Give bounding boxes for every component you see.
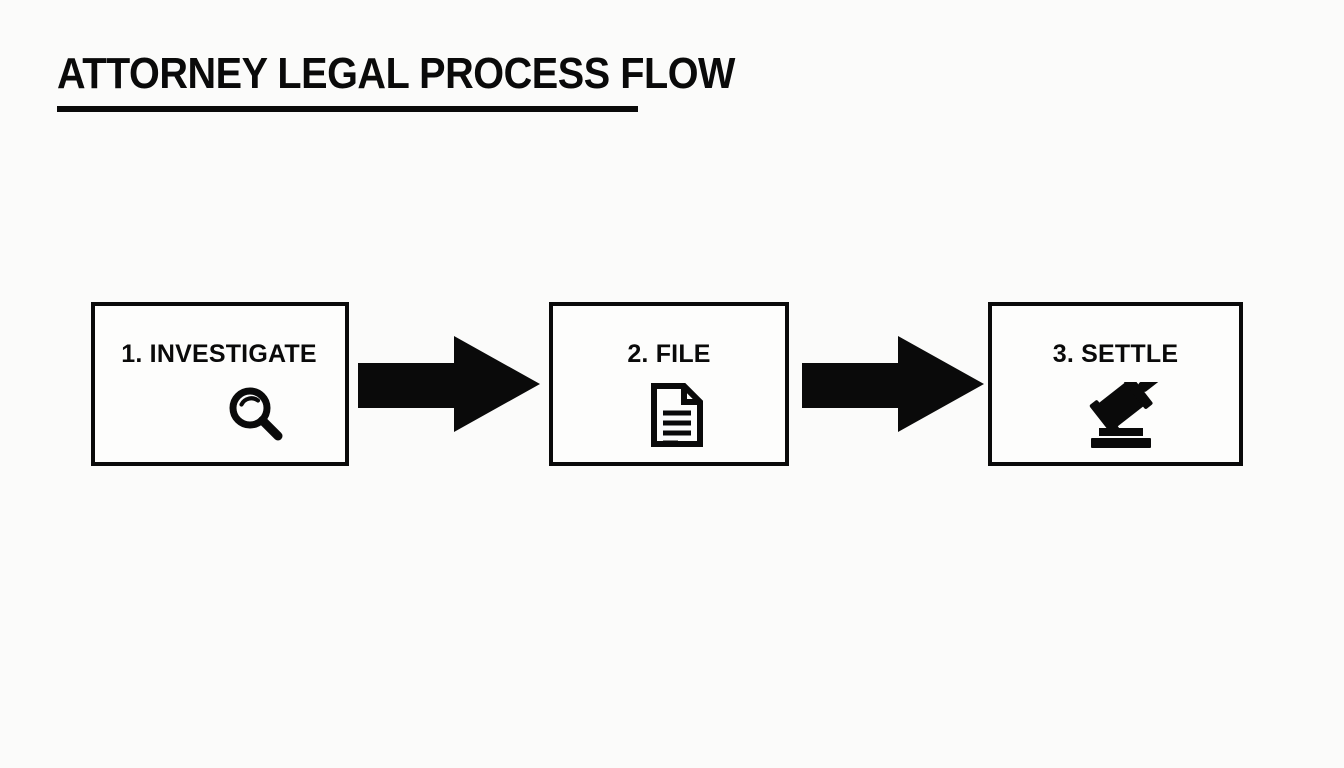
flow-step-investigate[interactable]: 1. INVESTIGATE: [91, 302, 349, 466]
flow-step-settle[interactable]: 3. SETTLE: [988, 302, 1243, 466]
page-title: ATTORNEY LEGAL PROCESS FLOW: [57, 49, 735, 98]
flow-step-label: 1. INVESTIGATE: [121, 340, 317, 368]
gavel-icon: [992, 382, 1249, 448]
flow-step-file[interactable]: 2. FILE: [549, 302, 789, 466]
arrow-right-icon: [358, 330, 540, 443]
title-block: ATTORNEY LEGAL PROCESS FLOW: [57, 49, 735, 112]
document-icon: [553, 382, 793, 448]
process-flow-diagram: 1. INVESTIGATE 2. FILE: [0, 302, 1344, 472]
magnifying-glass-icon: [95, 382, 381, 446]
title-underline: [57, 106, 638, 112]
flow-step-label: 3. SETTLE: [1052, 340, 1179, 368]
arrow-right-icon: [802, 330, 984, 443]
flow-step-label: 2. FILE: [627, 340, 711, 368]
